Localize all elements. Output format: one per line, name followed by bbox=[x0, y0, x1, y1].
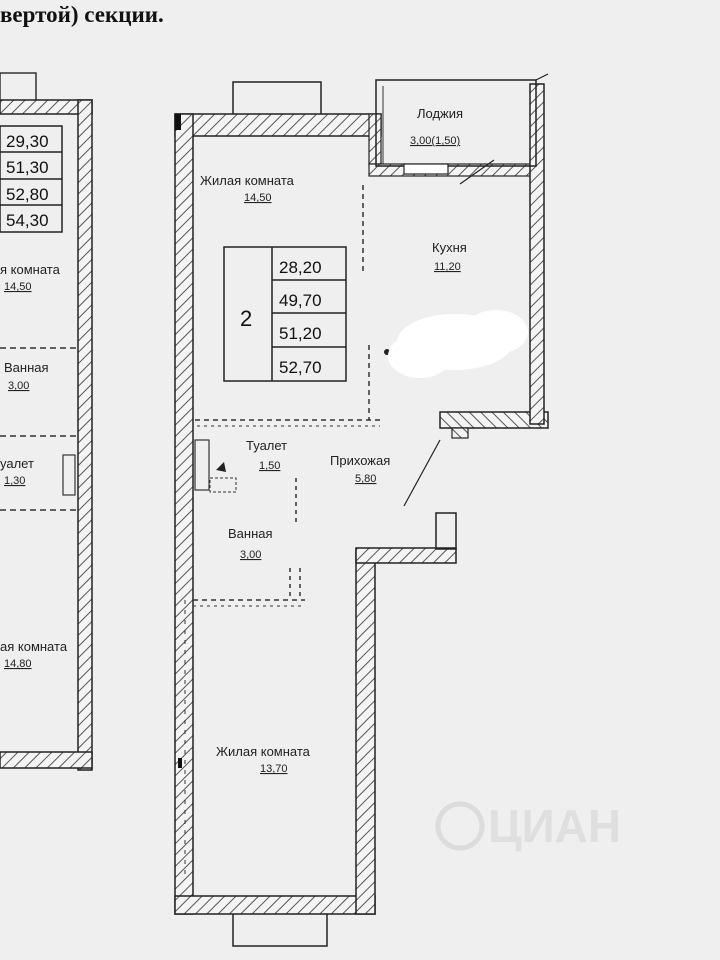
wall-kitchen-bottom bbox=[439, 411, 549, 429]
left-room-name: ая комната bbox=[0, 639, 68, 654]
room-area-loggia: 3,00(1,50) bbox=[410, 135, 460, 147]
area-box: 2 28,20 49,70 51,20 52,70 bbox=[223, 246, 347, 382]
watermark-text: ЦИАН bbox=[488, 800, 621, 852]
left-area-value: 29,30 bbox=[6, 132, 49, 151]
room-name-toilet: Туалет bbox=[246, 438, 287, 453]
room-name-living2: Жилая комната bbox=[216, 744, 311, 759]
room-name-hallway: Прихожая bbox=[330, 453, 390, 468]
left-room-name: Ванная bbox=[4, 360, 49, 375]
room-area-hallway: 5,80 bbox=[355, 473, 376, 485]
loggia-frame bbox=[375, 79, 537, 167]
window-top bbox=[232, 81, 322, 119]
left-area-value: 52,80 bbox=[6, 185, 49, 204]
left-area-value: 51,30 bbox=[6, 158, 49, 177]
area-living: 28,20 bbox=[279, 258, 322, 277]
wall-top bbox=[174, 113, 382, 137]
left-area-value: 54,30 bbox=[6, 211, 49, 230]
area-with-loggia: 51,20 bbox=[279, 324, 322, 343]
room-name-bathroom: Ванная bbox=[228, 526, 273, 541]
wall-bottom bbox=[174, 895, 376, 915]
left-room-name: уалет bbox=[0, 456, 34, 471]
room-area-living1: 14,50 bbox=[244, 192, 272, 204]
page-header-text: вертой) секции. bbox=[0, 2, 164, 27]
watermark: ЦИАН bbox=[435, 800, 621, 852]
room-name-loggia: Лоджия bbox=[417, 106, 463, 121]
toilet-fixture bbox=[194, 439, 210, 491]
left-room-area: 14,80 bbox=[4, 658, 32, 670]
room-area-bathroom: 3,00 bbox=[240, 549, 261, 561]
redaction-blob bbox=[388, 310, 528, 378]
wall-right-upper bbox=[529, 83, 545, 425]
left-window-top bbox=[0, 72, 37, 104]
area-full: 52,70 bbox=[279, 358, 322, 377]
main-plan: 2 28,20 49,70 51,20 52,70 Жилая комната … bbox=[174, 73, 549, 947]
wall-left bbox=[174, 113, 194, 915]
left-room-area: 1,30 bbox=[4, 475, 25, 487]
left-wall-right bbox=[77, 99, 93, 771]
wall-corridor bbox=[355, 547, 457, 564]
room-count: 2 bbox=[240, 306, 252, 331]
area-total: 49,70 bbox=[279, 291, 322, 310]
room-area-living2: 13,70 bbox=[260, 763, 288, 775]
wall-right-lower bbox=[355, 549, 376, 915]
left-room-area: 14,50 bbox=[4, 281, 32, 293]
left-room-name: я комната bbox=[0, 262, 61, 277]
left-plan: 29,30 51,30 52,80 54,30 я комната 14,50 … bbox=[0, 72, 93, 771]
room-name-living1: Жилая комната bbox=[200, 173, 295, 188]
left-wall-bottom bbox=[0, 751, 93, 769]
left-room-area: 3,00 bbox=[8, 380, 29, 392]
room-name-kitchen: Кухня bbox=[432, 240, 467, 255]
room-area-toilet: 1,50 bbox=[259, 460, 280, 472]
room-area-kitchen: 11,20 bbox=[434, 261, 461, 273]
